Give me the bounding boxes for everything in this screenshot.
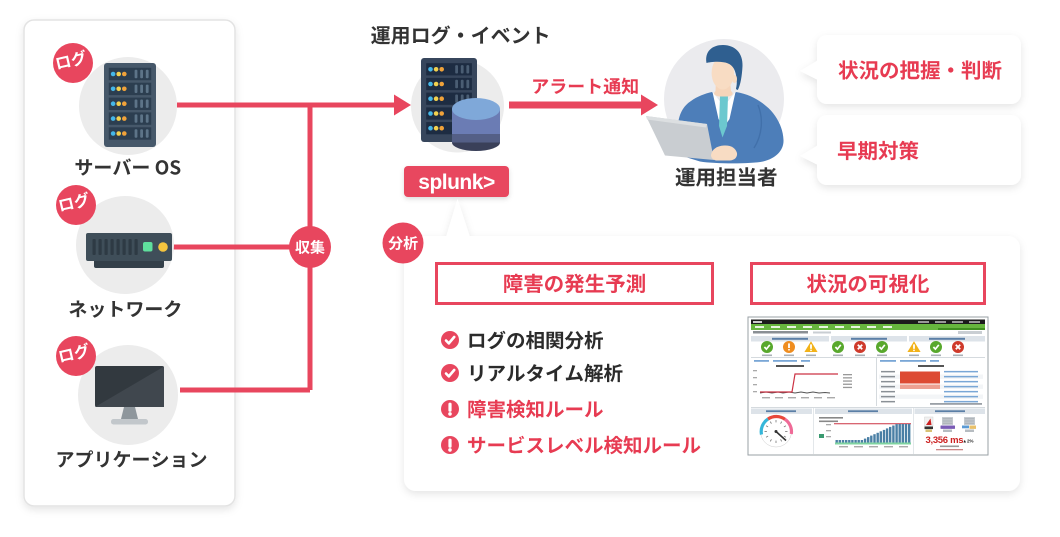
svg-text:3,356 ms: 3,356 ms [926,435,964,446]
svg-text:splunk>: splunk> [418,171,495,194]
svg-text:▲2%: ▲2% [963,439,974,444]
